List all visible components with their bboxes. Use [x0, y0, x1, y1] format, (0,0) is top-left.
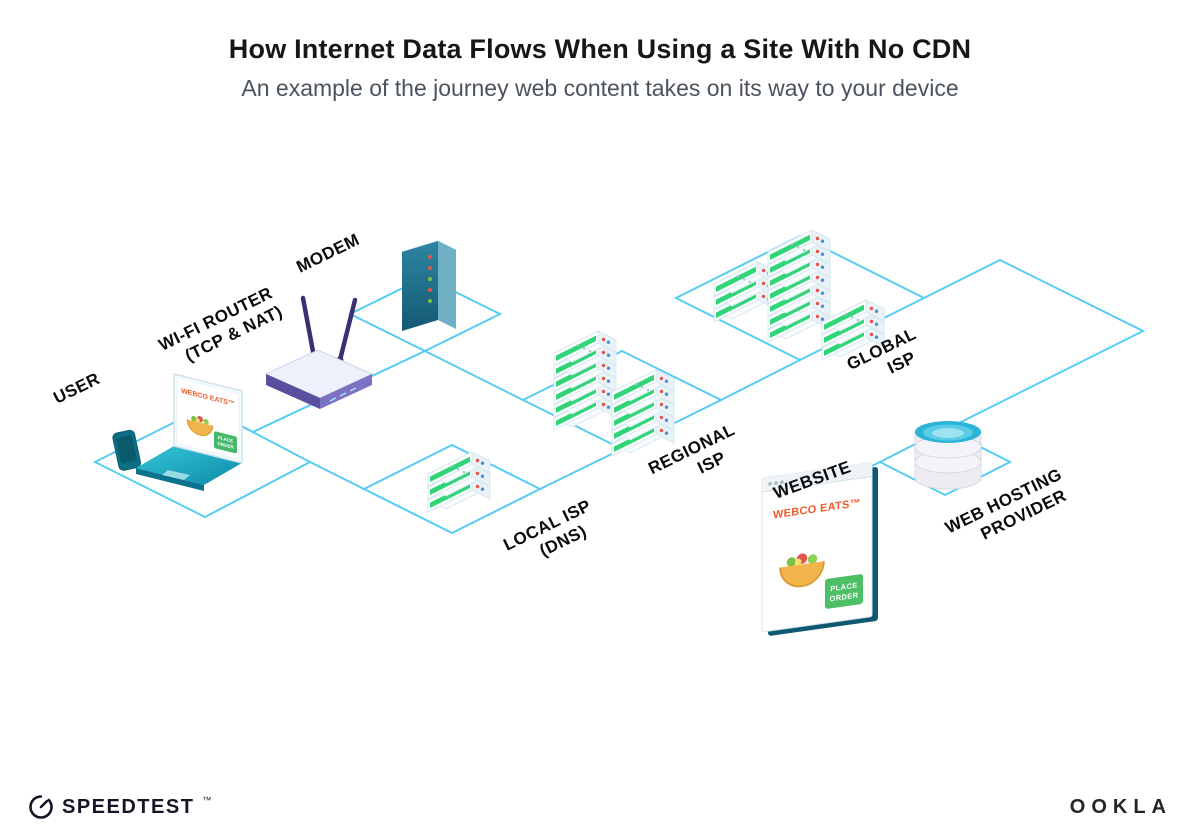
router-leds: [329, 387, 357, 402]
link-regional-global: [720, 359, 801, 401]
label-wifi-router: WI-FI ROUTER (TCP & NAT): [156, 283, 286, 365]
router-antenna-left: [300, 295, 317, 360]
page-title: How Internet Data Flows When Using a Sit…: [228, 34, 972, 64]
laptop-order-button: [214, 431, 237, 454]
laptop-base: [136, 446, 242, 485]
user-devices: WEBCO EATS™ PLACE ORDER: [112, 373, 243, 491]
speedtest-logo: SPEEDTEST ™: [28, 794, 211, 820]
website-window: WEBCO EATS™ PLACE ORDER: [761, 462, 878, 636]
svg-text:USER: USER: [50, 369, 103, 408]
window-dots: [768, 480, 784, 486]
place-order-button: [825, 574, 863, 609]
speedtest-wordmark: SPEEDTEST: [62, 795, 195, 818]
order-line1: PLACE: [830, 581, 857, 594]
header: How Internet Data Flows When Using a Sit…: [0, 34, 1200, 102]
link-user-localisp: [309, 461, 365, 490]
footer: SPEEDTEST ™ OOKLA: [0, 794, 1200, 820]
web-hosting-database: [914, 421, 982, 490]
order-line2: ORDER: [829, 590, 858, 603]
phone-device: [112, 429, 141, 471]
laptop-order-line2: ORDER: [217, 441, 234, 450]
laptop-order-line1: PLACE: [218, 435, 233, 444]
laptop-screen-content: WEBCO EATS™ PLACE ORDER: [176, 377, 240, 460]
speedtest-trademark: ™: [202, 795, 212, 805]
modem-side: [438, 241, 456, 329]
link-localisp-regional: [539, 448, 623, 490]
router-antenna-right: [337, 297, 358, 363]
router-front-left: [266, 374, 320, 409]
laptop-trackpad: [162, 470, 190, 480]
wifi-router-device: [264, 295, 374, 409]
network-diagram: WEBCO EATS™ PLACE ORDER WEBC: [50, 229, 1146, 636]
label-local-isp: LOCAL ISP (DNS): [500, 496, 594, 560]
laptop-base-edge: [136, 468, 204, 491]
link-global-webhost: [923, 258, 1146, 431]
page-subtitle: An example of the journey web content ta…: [241, 75, 959, 101]
svg-text:MODEM: MODEM: [293, 230, 362, 277]
modem-leds: [428, 255, 432, 303]
modem-device: [400, 240, 458, 331]
regional-isp-servers: [553, 330, 675, 457]
window-titlebar: [762, 462, 872, 492]
speedtest-gauge-icon: [29, 795, 53, 819]
label-user: USER: [50, 369, 103, 408]
link-modem-regional: [424, 350, 524, 401]
label-modem: MODEM: [293, 230, 362, 277]
modem-front: [402, 241, 438, 331]
ookla-wordmark: OOKLA: [1069, 795, 1172, 818]
